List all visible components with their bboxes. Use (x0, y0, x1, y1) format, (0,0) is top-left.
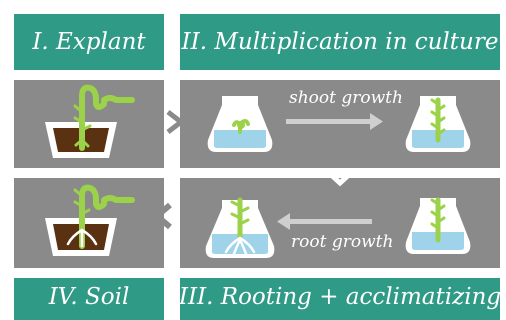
stage-multiplication-title: II. Multiplication in culture (181, 29, 499, 55)
stage-soil-header: IV. Soil (14, 278, 164, 320)
jar-unrooted-plant-icon (405, 197, 471, 254)
pot-explant-icon (45, 84, 135, 158)
jar-plantlet-small-icon (207, 96, 273, 152)
stage-explant-title: I. Explant (32, 29, 146, 55)
stage-multiplication-header: II. Multiplication in culture (180, 14, 500, 70)
root-growth-arrow (277, 213, 372, 230)
shoot-growth-label: shoot growth (289, 88, 403, 108)
arrow-culture-to-rooting (326, 170, 354, 187)
arrow-rooting-to-soil (152, 202, 172, 230)
jar-rooted-plant-icon (205, 197, 275, 258)
arrow-explant-to-culture (166, 110, 186, 134)
stage-rooting-title: III. Rooting + acclimatizing (180, 284, 500, 310)
stage-rooting-header: III. Rooting + acclimatizing (180, 278, 500, 320)
shoot-growth-arrow (286, 113, 383, 130)
stage-explant-header: I. Explant (14, 14, 164, 70)
stage-soil-title: IV. Soil (48, 284, 130, 310)
root-growth-label: root growth (291, 232, 394, 252)
pot-soil-icon (45, 184, 135, 256)
jar-plantlet-tall-icon (405, 96, 471, 152)
